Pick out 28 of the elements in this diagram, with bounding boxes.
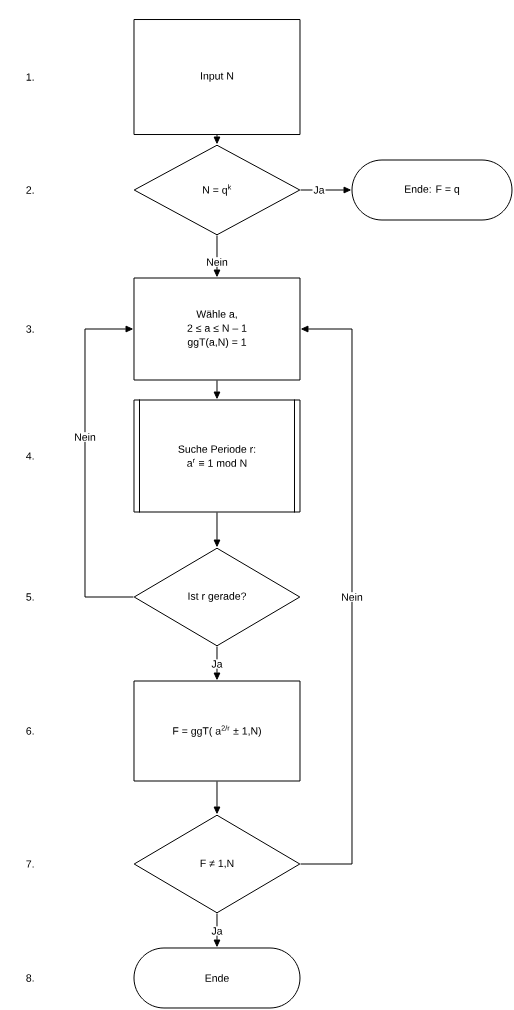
step-number: 7. <box>26 860 34 868</box>
edge-label: Ja <box>210 926 224 936</box>
step-number: 8. <box>26 974 34 982</box>
edge-label: Ja <box>210 659 224 669</box>
arrow <box>213 512 221 547</box>
step-number: 3. <box>26 325 34 333</box>
step-number: 2. <box>26 186 34 194</box>
arrow <box>213 134 221 144</box>
edge-label: Nein <box>205 257 229 267</box>
arrow <box>300 186 351 194</box>
subprocess-box: Suche Periode r: a$^{r}$ ≡ 1 mod N <box>133 399 301 513</box>
process-box: F = ggT( a$^{2/r}$ ± 1,N) <box>133 680 301 782</box>
edge-label: Ja <box>312 185 326 195</box>
arrow <box>213 235 221 277</box>
edge-label: Nein <box>340 592 364 602</box>
process-box: Wähle a, 2 ≤ a ≤ N – 1 ggT(a,N) = 1 <box>133 277 301 381</box>
arrow <box>213 646 221 680</box>
arrow <box>213 913 221 947</box>
edge-label: Nein <box>73 432 97 442</box>
arrow <box>84 325 134 598</box>
step-number: 6. <box>26 727 34 735</box>
process-box: Input N <box>133 19 301 135</box>
step-number: 5. <box>26 593 34 601</box>
arrow <box>213 380 221 399</box>
arrow <box>300 325 353 865</box>
arrow <box>213 781 221 814</box>
step-number: 1. <box>26 73 34 81</box>
step-number: 4. <box>26 452 34 460</box>
